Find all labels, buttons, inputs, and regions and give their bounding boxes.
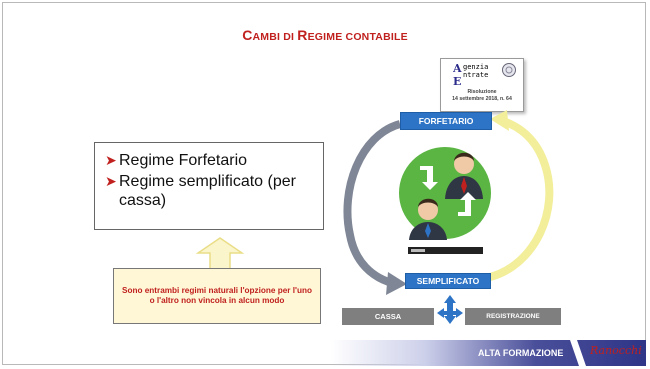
title-initial-r: R [297, 27, 308, 43]
footer-alta-formazione: ALTA FORMAZIONE [478, 348, 564, 358]
document-caption: Risoluzione 14 settembre 2018, n. 64 [441, 89, 523, 103]
slide-title: CAMBI DI REGIME CONTABILE [0, 27, 650, 43]
agency-line-2: ntrate [463, 71, 489, 79]
people-illustration [399, 147, 491, 240]
emblem-icon [502, 63, 516, 77]
list-item-forfetario: ➤ Regime Forfetario [105, 151, 313, 170]
regimes-list-box: ➤ Regime Forfetario ➤ Regime semplificat… [94, 142, 324, 230]
list-item-label: Regime semplificato (per cassa) [119, 173, 296, 209]
title-part-2: EGIME CONTABILE [307, 31, 408, 43]
person-head-1 [454, 154, 474, 174]
footer-brand-logo: Ranocchi [590, 344, 642, 357]
agency-line-1: genzia [463, 63, 489, 71]
forfetario-label: FORFETARIO [400, 112, 492, 130]
agency-name: genzia ntrate [463, 63, 488, 79]
person-tie-1 [461, 177, 467, 194]
person-hair-1 [454, 152, 474, 161]
list-item-label: Regime Forfetario [119, 152, 248, 169]
arrow-bullet-icon: ➤ [105, 173, 117, 189]
svg-text:A: A [453, 62, 462, 75]
title-part-1: AMBI DI [252, 31, 298, 43]
resolution-document: A E genzia ntrate Risoluzione 14 settemb… [440, 58, 524, 112]
exchange-arrow-down [420, 166, 438, 190]
cassa-label: CASSA [342, 308, 434, 325]
list-item-semplificato: ➤ Regime semplificato (per cassa) [105, 172, 313, 210]
arrow-bullet-icon: ➤ [105, 152, 117, 168]
caption-line-1: Risoluzione [467, 89, 497, 95]
exchange-arrow-up [458, 192, 476, 216]
left-curved-arrow [343, 120, 402, 288]
person-hair-2 [418, 198, 438, 207]
title-initial-c: C [242, 27, 253, 43]
person-tie-2 [425, 223, 431, 238]
brand-strip [408, 247, 483, 254]
footer-band [330, 340, 646, 366]
semplificato-label: SEMPLIFICATO [405, 273, 491, 289]
brand-strip-detail [411, 249, 425, 252]
note-box: Sono entrambi regimi naturali l'opzione … [113, 268, 321, 324]
registrazione-label: REGISTRAZIONE [465, 308, 561, 325]
agenzia-entrate-logo: A E [453, 62, 462, 88]
slide-frame [2, 2, 646, 365]
svg-text:E: E [453, 75, 461, 88]
four-way-arrow-icon [437, 295, 463, 324]
caption-line-2: 14 settembre 2018, n. 64 [452, 96, 512, 102]
left-arrow-head [386, 272, 407, 295]
footer-divider-slash [570, 340, 586, 366]
right-curved-arrow [488, 116, 554, 281]
person-head-2 [418, 200, 438, 220]
right-arrow-head [490, 110, 509, 131]
